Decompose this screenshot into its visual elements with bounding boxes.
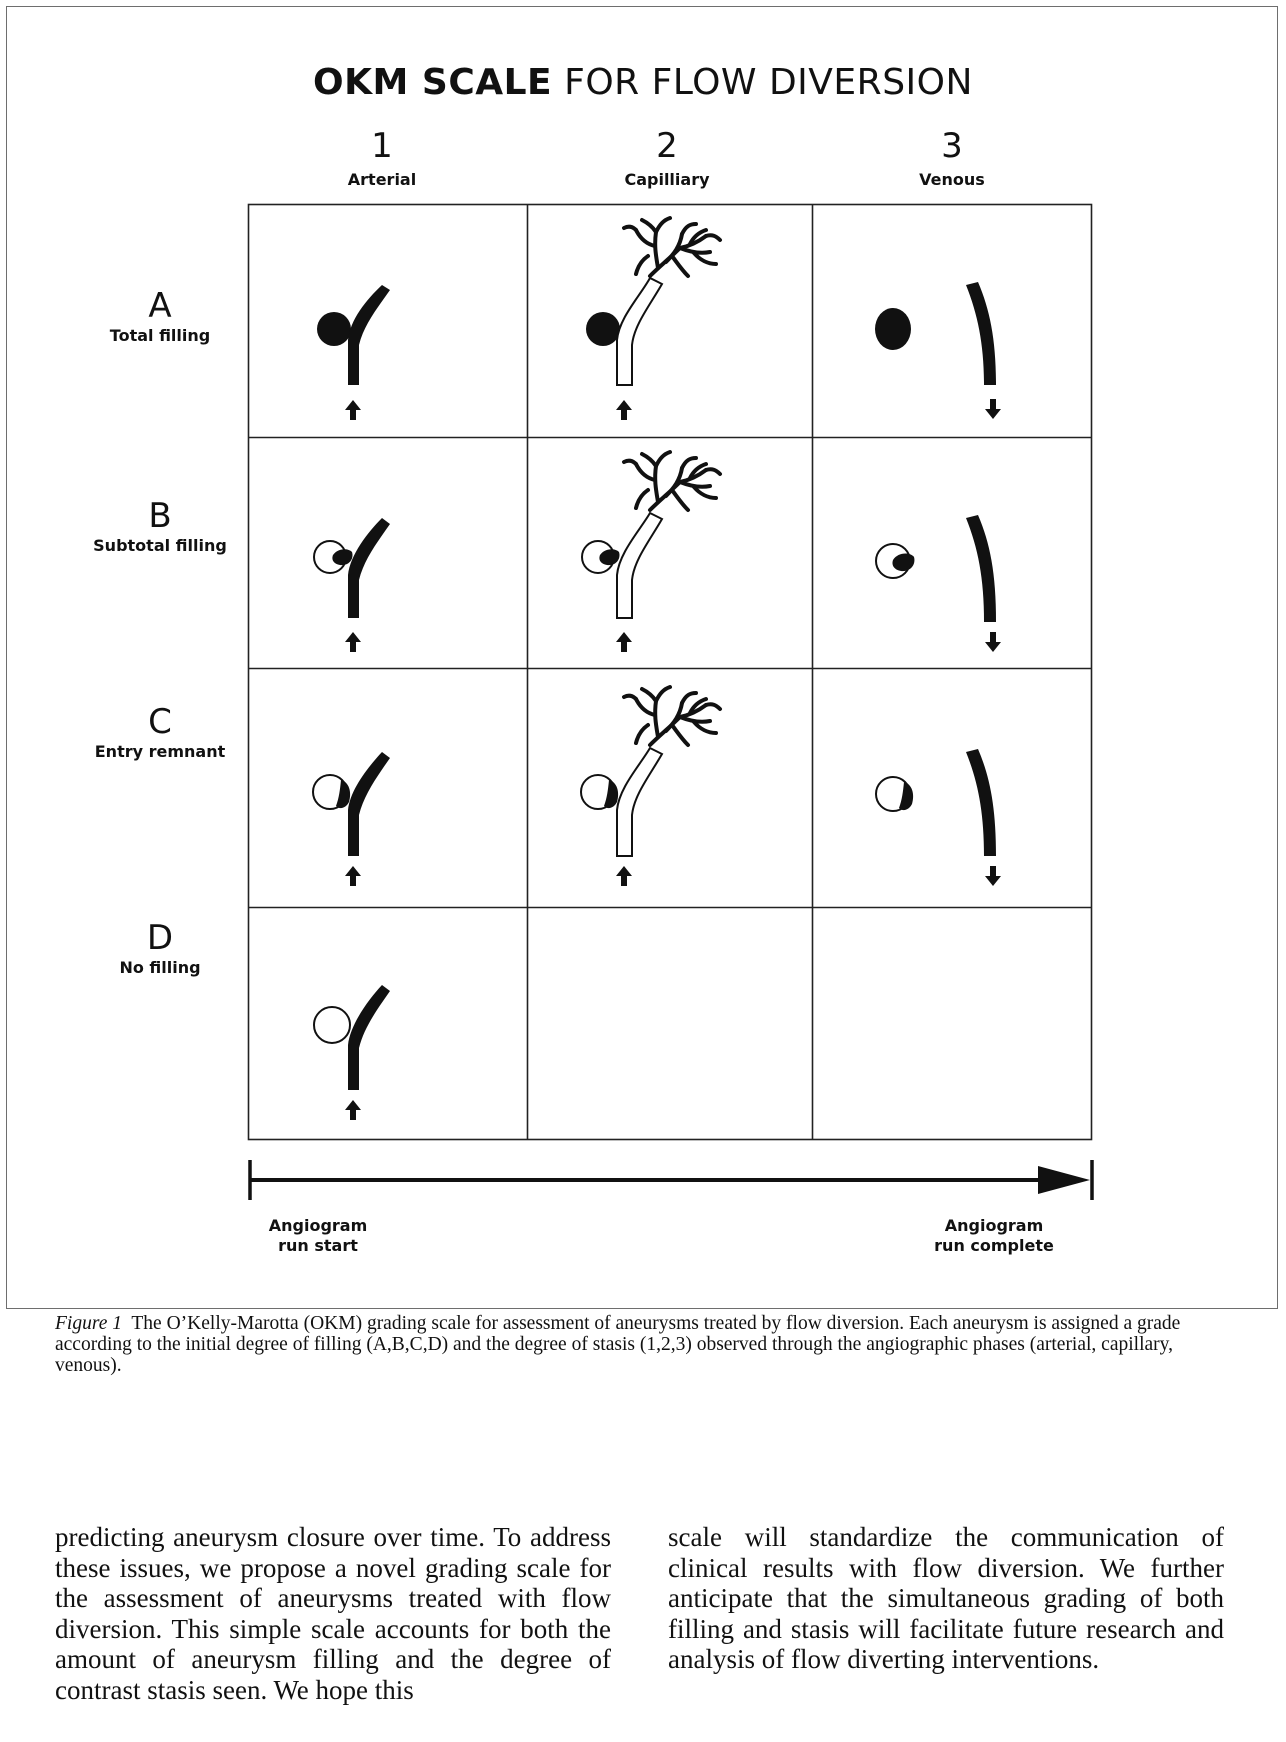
timeline-end-label: Angiogram run complete: [904, 1216, 1084, 1256]
body-paragraph-left: predicting aneurysm closure over time. T…: [55, 1522, 611, 1705]
timeline-start-label: Angiogram run start: [228, 1216, 408, 1256]
cell-c3-illustration: [876, 749, 1001, 886]
timeline-start-line1: Angiogram: [228, 1216, 408, 1236]
cell-b3-illustration: [876, 515, 1001, 652]
timeline-end-line2: run complete: [904, 1236, 1084, 1256]
cell-c2-illustration: [581, 687, 720, 886]
timeline-end-line1: Angiogram: [904, 1216, 1084, 1236]
figure-caption-label: Figure 1: [55, 1313, 122, 1334]
cell-a1-illustration: [317, 285, 390, 420]
cell-c1-illustration: [313, 752, 390, 886]
timeline-arrow: [250, 1160, 1092, 1200]
cell-a2-illustration: [586, 218, 720, 420]
body-paragraph-right: scale will standardize the communication…: [668, 1522, 1224, 1675]
figure-caption: Figure 1 The O’Kelly-Marotta (OKM) gradi…: [55, 1313, 1240, 1376]
figure-caption-text: The O’Kelly-Marotta (OKM) grading scale …: [55, 1313, 1180, 1376]
cell-b1-illustration: [314, 518, 390, 652]
cell-b2-illustration: [582, 452, 720, 652]
cell-d1-illustration: [314, 985, 390, 1120]
body-left-column: predicting aneurysm closure over time. T…: [55, 1522, 611, 1705]
cell-a3-illustration: [875, 282, 1001, 419]
okm-grid-diagram: [0, 0, 1286, 1260]
timeline-start-line2: run start: [228, 1236, 408, 1256]
body-right-column: scale will standardize the communication…: [668, 1522, 1224, 1675]
